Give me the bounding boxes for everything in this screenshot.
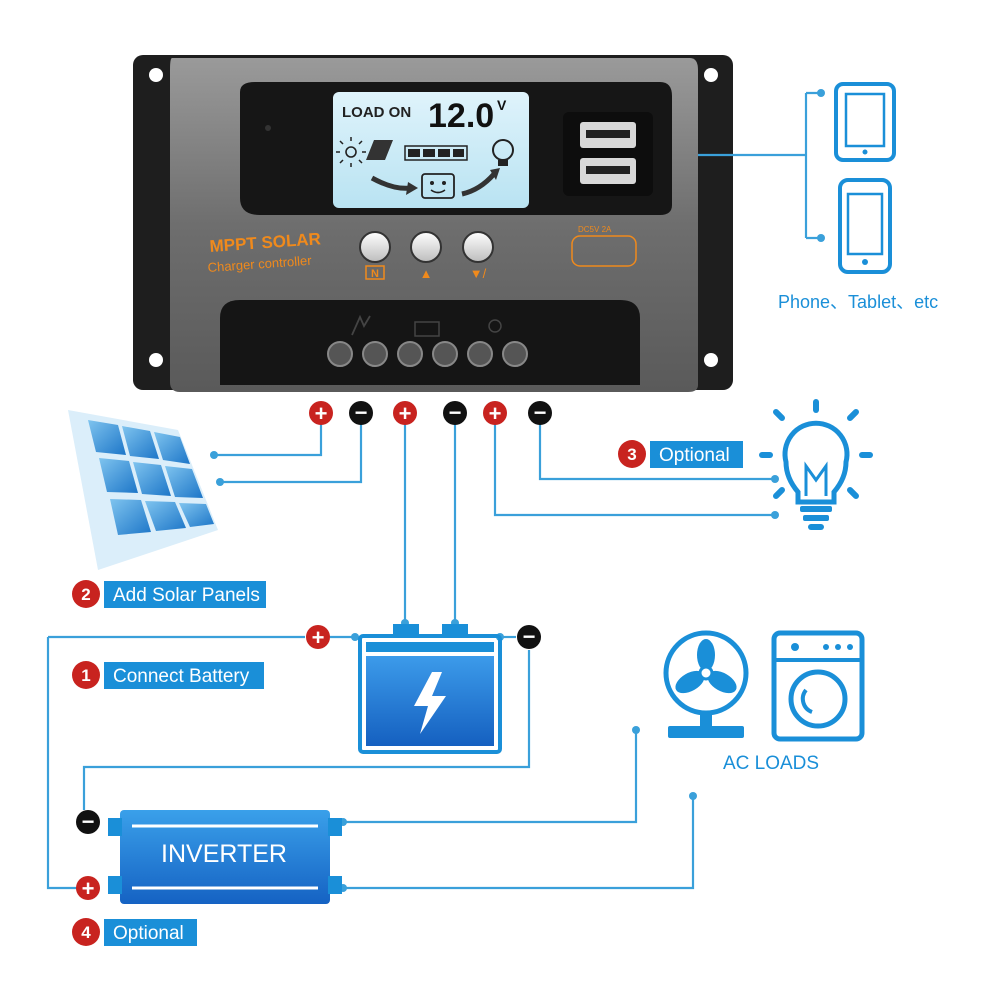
svg-text:1: 1	[81, 666, 90, 685]
step-4-label: 4 Optional	[72, 918, 197, 946]
step-3-label: 3 Optional	[618, 440, 743, 468]
menu-button[interactable]	[359, 231, 391, 263]
washing-machine-icon	[771, 630, 865, 742]
fan-icon	[663, 630, 749, 738]
mount-hole-icon	[704, 68, 718, 82]
terminal-screws	[327, 341, 528, 367]
svg-text:+: +	[315, 401, 328, 426]
svg-text:−: −	[534, 400, 547, 425]
tablet-icon	[834, 82, 896, 162]
terminal-block	[220, 300, 640, 385]
inverter-positive-wire	[46, 637, 80, 890]
terminal-bulb-icon	[488, 319, 502, 333]
lcd-voltage: 12.0	[428, 97, 494, 135]
negative-terminal-icon	[443, 401, 467, 425]
negative-terminal-icon	[528, 401, 552, 425]
svg-text:−: −	[449, 400, 462, 425]
battery-negative-icon	[517, 625, 541, 649]
menu-button-label: N	[371, 268, 379, 280]
charge-controller: LOAD ON 12.0 V	[133, 55, 733, 392]
phone-icon	[838, 178, 892, 274]
lcd-battery-face-icon	[421, 173, 455, 199]
step-text-box	[104, 662, 264, 689]
terminal-screw-icon[interactable]	[327, 341, 353, 367]
devices-label: Phone、Tablet、etc	[778, 292, 938, 312]
svg-text:−: −	[82, 809, 95, 834]
mount-hole-icon	[149, 353, 163, 367]
step-number-badge	[72, 918, 100, 946]
terminal-battery-icon	[414, 321, 440, 337]
wires	[46, 89, 825, 892]
ac-loads-label: AC LOADS	[723, 753, 819, 774]
inverter-negative-wire	[82, 650, 531, 810]
lcd-load-status: LOAD ON	[342, 104, 411, 121]
sun-icon	[336, 137, 366, 167]
step-1-label: 1 Connect Battery	[72, 661, 264, 689]
positive-terminal-icon	[393, 401, 417, 425]
down-button[interactable]	[462, 231, 494, 263]
usb-device-wire	[698, 91, 820, 240]
battery-positive-icon	[306, 625, 330, 649]
inverter-icon: INVERTER	[108, 810, 342, 904]
svg-text:+: +	[82, 876, 95, 901]
positive-terminal-icon	[483, 401, 507, 425]
indicator-led	[265, 125, 271, 131]
brand-subtitle: Charger controller	[207, 253, 313, 275]
load-positive-wire	[493, 424, 775, 517]
svg-text:Connect Battery: Connect Battery	[113, 666, 250, 687]
lcd-solar-panel-icon	[366, 140, 393, 160]
solar-negative-wire	[220, 424, 363, 484]
lcd-battery-level-icon	[404, 145, 468, 161]
inverter-negative-icon	[76, 810, 100, 834]
svg-text:+: +	[489, 401, 502, 426]
lcd-unit: V	[497, 97, 507, 113]
svg-text:−: −	[355, 400, 368, 425]
step-number-badge	[618, 440, 646, 468]
terminal-solar-icon	[351, 314, 371, 336]
ac-output-wire	[335, 796, 695, 890]
svg-text:4: 4	[81, 923, 91, 942]
step-2-label: 2 Add Solar Panels	[72, 580, 266, 608]
inverter-label: INVERTER	[161, 840, 287, 868]
svg-text:Optional: Optional	[659, 445, 730, 466]
solar-panel-icon	[68, 410, 218, 570]
mount-hole-icon	[149, 68, 163, 82]
svg-text:2: 2	[81, 585, 90, 604]
terminal-screw-icon[interactable]	[397, 341, 423, 367]
terminal-screw-icon[interactable]	[432, 341, 458, 367]
step-number-badge	[72, 580, 100, 608]
solar-positive-wire	[214, 424, 323, 457]
svg-text:Optional: Optional	[113, 923, 184, 944]
step-text-box	[104, 919, 197, 946]
lightning-icon	[414, 672, 446, 734]
terminal-screw-icon[interactable]	[502, 341, 528, 367]
svg-text:3: 3	[627, 445, 636, 464]
step-text-box	[104, 581, 266, 608]
terminal-screw-icon[interactable]	[467, 341, 493, 367]
lcd-discharge-arrow-icon	[461, 172, 496, 197]
battery-icon	[358, 624, 502, 754]
usb-spec-text: DC5V 2A	[578, 225, 612, 234]
step-text-box	[650, 441, 743, 468]
up-button[interactable]	[410, 231, 442, 263]
load-negative-wire	[538, 424, 775, 481]
polarity-markers: + − + − + − + − − +	[76, 400, 552, 901]
step-number-badge	[72, 661, 100, 689]
svg-text:−: −	[523, 624, 536, 649]
usb-spec-badge	[571, 235, 637, 267]
svg-text:+: +	[312, 625, 325, 650]
ac-output-wire	[335, 730, 638, 824]
inverter-positive-icon	[76, 876, 100, 900]
terminal-screw-icon[interactable]	[362, 341, 388, 367]
svg-text:+: +	[399, 401, 412, 426]
down-button-label: ▼/	[470, 266, 487, 281]
mount-hole-icon	[704, 353, 718, 367]
negative-terminal-icon	[349, 401, 373, 425]
light-bulb-icon	[759, 399, 873, 530]
up-button-label: ▲	[420, 266, 433, 281]
positive-terminal-icon	[309, 401, 333, 425]
lcd-bulb-icon	[492, 139, 514, 166]
svg-text:Add Solar Panels: Add Solar Panels	[113, 585, 260, 606]
